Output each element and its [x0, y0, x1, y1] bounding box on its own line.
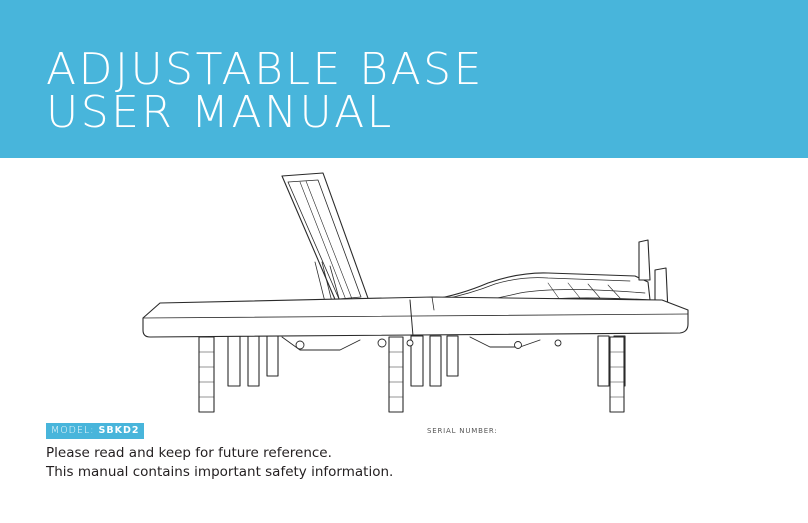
frame-details: [281, 336, 562, 351]
back-legs: [227, 335, 626, 387]
front-legs: [198, 336, 625, 413]
title-line-1: ADJUSTABLE BASE: [46, 44, 484, 95]
adjustable-bed-base-illustration: [142, 172, 689, 413]
model-label: MODEL:: [51, 425, 95, 436]
note-line-2: This manual contains important safety in…: [46, 464, 394, 480]
title-line-2: USER MANUAL: [46, 87, 394, 138]
serial-number-label: SERIAL NUMBER:: [427, 427, 498, 435]
head-section: [281, 172, 370, 305]
header-banner: ADJUSTABLE BASE USER MANUAL: [0, 0, 808, 158]
note-line-1: Please read and keep for future referenc…: [46, 445, 332, 461]
model-badge: MODEL: SBKD2: [46, 423, 145, 439]
deck-platform: [142, 296, 689, 338]
model-value: SBKD2: [98, 425, 140, 436]
